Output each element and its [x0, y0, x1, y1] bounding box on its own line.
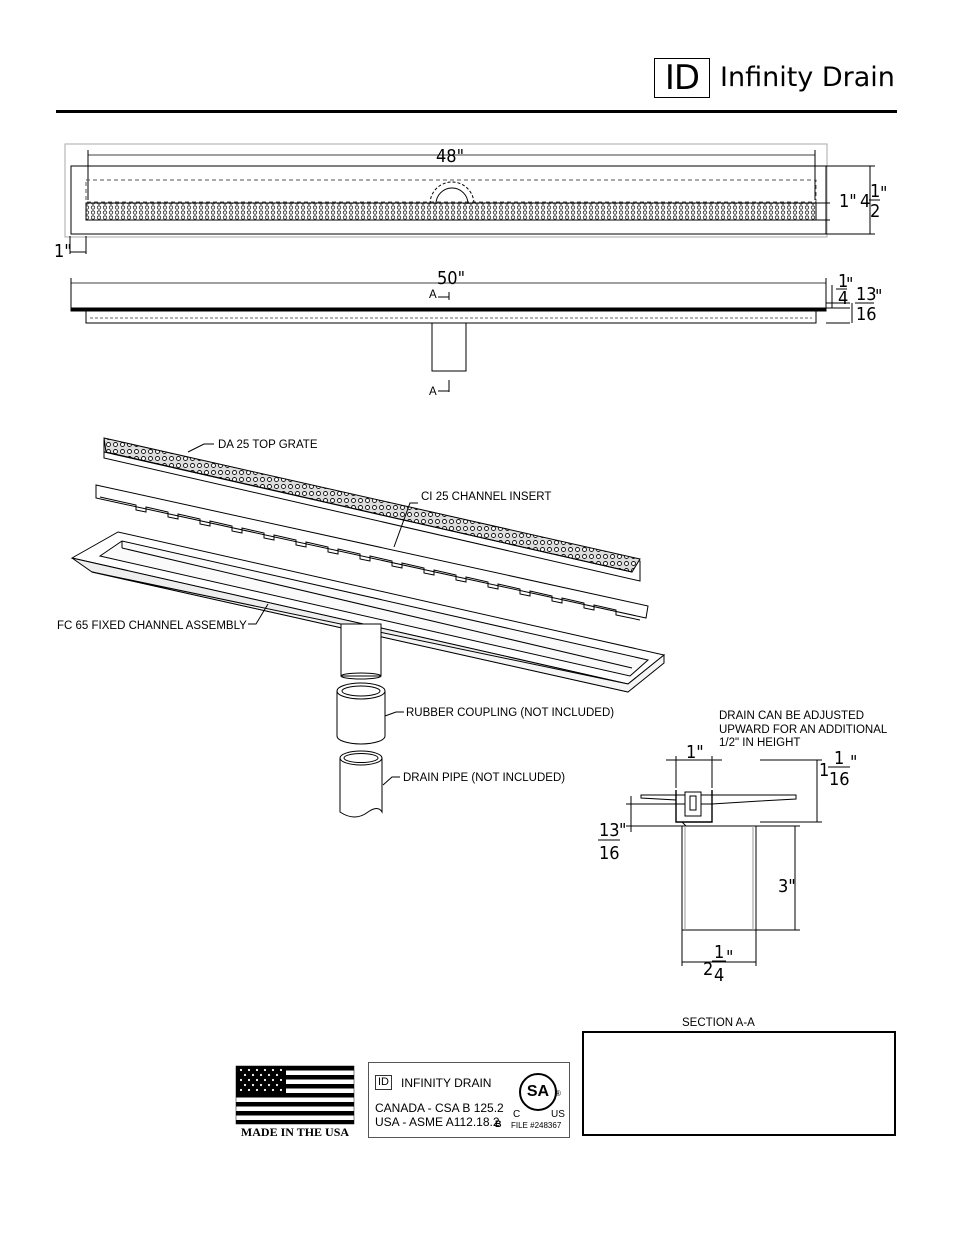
section-note-line-2: UPWARD FOR AN ADDITIONAL — [719, 724, 888, 736]
csa-file-number: FILE #248367 — [511, 1121, 562, 1130]
rubber-coupling-part — [336, 682, 386, 745]
leader-top-grate — [187, 443, 214, 453]
csa-logo-icon: SA — [519, 1073, 557, 1111]
cert-id-mark: ID — [375, 1075, 392, 1090]
section-top-width: 1" — [686, 742, 704, 763]
header-rule — [56, 110, 897, 113]
side-view-h2-denominator: 16 — [856, 304, 877, 325]
side-view-h1-denominator: 4 — [838, 288, 848, 309]
exploded-view — [70, 437, 666, 818]
leader-drain-pipe — [382, 776, 400, 786]
leader-fixed-channel — [248, 603, 269, 625]
certification-badge: ID INFINITY DRAIN CANADA - CSA B 125.2 U… — [368, 1062, 570, 1138]
side-view-channel — [85, 310, 817, 324]
section-note-line-1: DRAIN CAN BE ADJUSTED — [719, 710, 864, 722]
csa-c-mark: C — [513, 1109, 521, 1120]
label-drain-pipe: DRAIN PIPE (NOT INCLUDED) — [403, 772, 565, 784]
section-top-height-inch: " — [850, 752, 857, 773]
side-view-h2-numerator: 13 — [856, 284, 877, 305]
section-flange-numerator: 13 — [599, 820, 620, 841]
section-title: SECTION A-A — [682, 1017, 755, 1029]
csa-us-mark: US — [551, 1109, 565, 1120]
side-view-h1-numerator: 1 — [838, 271, 848, 292]
section-pipe-width-inch: " — [726, 947, 733, 968]
section-flange-inch: " — [619, 820, 626, 841]
label-channel-insert: CI 25 CHANNEL INSERT — [421, 491, 551, 503]
cert-canada-standard: CANADA - CSA B 125.2 — [375, 1101, 504, 1115]
leader-rubber-coupling — [384, 711, 404, 717]
section-top-height-denominator: 16 — [829, 769, 850, 790]
section-pipe-width-whole: 2 — [703, 959, 713, 980]
cert-class-b: B — [495, 1119, 502, 1129]
top-view-width-inch: " — [880, 183, 887, 204]
section-pipe-width-denominator: 4 — [714, 965, 724, 986]
side-view-h2-inch: " — [875, 286, 882, 307]
made-in-usa-caption: MADE IN THE USA — [240, 1125, 350, 1139]
section-pipe-width-numerator: 1 — [714, 942, 724, 963]
top-view-width-denominator: 2 — [870, 201, 880, 222]
side-view-length-label: 50" — [437, 268, 465, 289]
section-flange-denominator: 16 — [599, 843, 620, 864]
side-view-h1-inch: " — [846, 274, 853, 295]
side-view-section-mark-bottom: A — [429, 386, 437, 398]
section-top-height-numerator: 1 — [834, 748, 844, 769]
notes-panel — [582, 1031, 896, 1136]
label-fixed-channel: FC 65 FIXED CHANNEL ASSEMBLY — [57, 620, 247, 632]
top-view-body — [70, 165, 827, 235]
top-view-outer-frame — [64, 143, 828, 238]
side-view-section-mark-top: A — [429, 289, 437, 301]
side-view — [70, 278, 853, 392]
csa-registered-mark: ® — [555, 1089, 561, 1098]
brand-name: Infinity Drain — [720, 62, 895, 93]
drain-pipe-part — [339, 750, 383, 818]
section-top-height-whole: 1 — [819, 760, 829, 781]
usa-flag — [235, 1065, 355, 1125]
top-view-width-numerator: 1 — [870, 181, 880, 202]
section-pipe — [681, 825, 757, 931]
side-view-outlet-pipe — [431, 322, 467, 372]
top-view-grate-width: 1" — [839, 191, 857, 212]
fixed-channel-part — [70, 531, 666, 693]
top-view-left-dim: 1" — [54, 241, 72, 262]
top-grate-part — [103, 437, 641, 582]
label-top-grate: DA 25 TOP GRATE — [218, 439, 318, 451]
top-view-overall-width-whole: 4 — [860, 191, 870, 212]
brand-id-mark: ID — [654, 58, 710, 98]
leader-channel-insert — [393, 502, 418, 548]
fixed-channel-outlet — [340, 623, 382, 677]
top-view-grate — [85, 202, 817, 221]
label-rubber-coupling: RUBBER COUPLING (NOT INCLUDED) — [406, 707, 614, 719]
cert-brand-name: INFINITY DRAIN — [401, 1076, 492, 1090]
channel-insert-part — [95, 484, 649, 621]
top-view-length-label: 48" — [436, 146, 464, 167]
section-pipe-height: 3" — [778, 876, 796, 897]
top-view — [64, 143, 875, 254]
section-view — [626, 756, 822, 966]
cert-usa-standard: USA - ASME A112.18.2 — [375, 1115, 500, 1129]
section-note-line-3: 1/2" IN HEIGHT — [719, 737, 800, 749]
